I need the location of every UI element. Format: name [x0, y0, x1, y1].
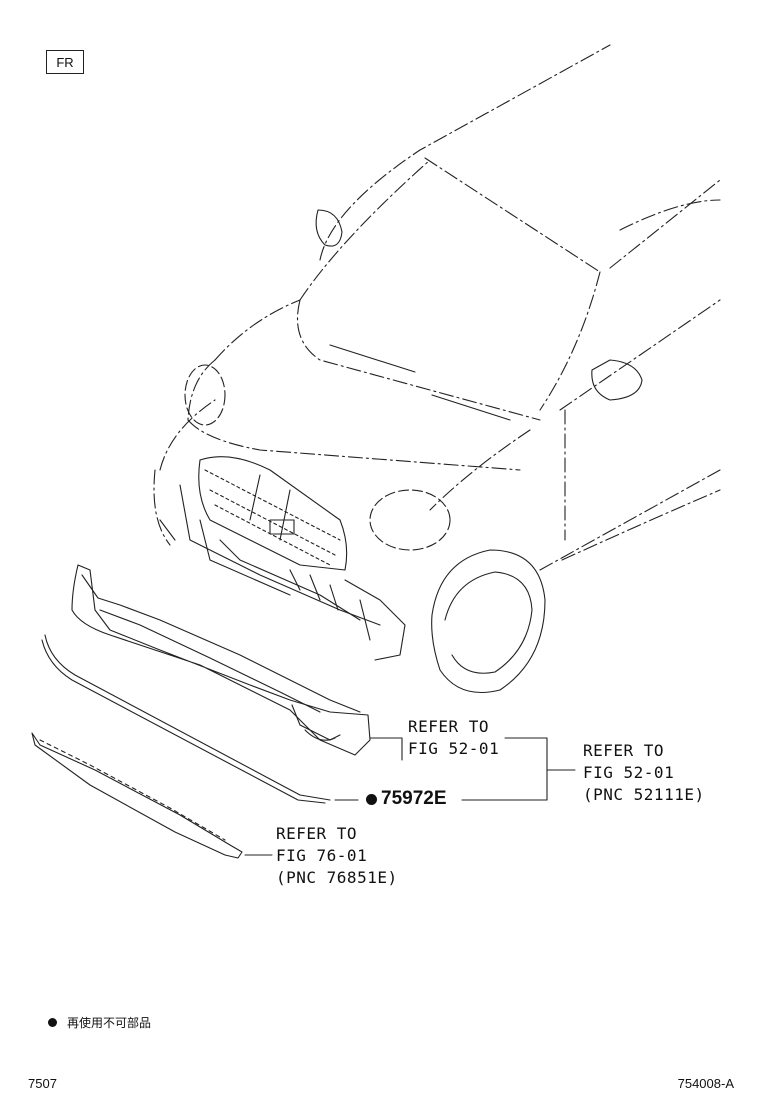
figure-number: 7507 — [28, 1076, 57, 1091]
non-reusable-dot-icon — [366, 793, 377, 805]
left-headlight — [184, 364, 226, 426]
lower-spoiler — [31, 732, 243, 859]
left-mirror — [315, 209, 343, 247]
lower-structure — [159, 484, 406, 661]
right-headlight — [369, 489, 451, 551]
legend-dot-icon — [48, 1018, 57, 1027]
orientation-label: FR — [56, 54, 74, 70]
front-grille — [198, 456, 348, 571]
vehicle-phantom-outline — [153, 44, 721, 571]
callout-lower-reference: REFER TO FIG 76-01 (PNC 76851E) — [276, 824, 398, 887]
part-number: 75972E — [381, 788, 447, 809]
front-wheel — [431, 549, 546, 694]
callout-bumper-reference: REFER TO FIG 52-01 — [408, 717, 500, 758]
leader-lines — [244, 737, 576, 856]
front-bumper-cover — [71, 564, 371, 756]
part-number-label: 75972E — [366, 788, 447, 810]
legend-text: 再使用不可部品 — [67, 1016, 152, 1030]
legend: 再使用不可部品 — [48, 1014, 151, 1031]
bumper-molding-75972e — [44, 634, 331, 801]
right-mirror — [591, 359, 643, 401]
illustration-code: 754008-A — [677, 1076, 734, 1091]
orientation-label-box: FR — [46, 50, 84, 74]
callout-group-reference: REFER TO FIG 52-01 (PNC 52111E) — [583, 741, 705, 804]
